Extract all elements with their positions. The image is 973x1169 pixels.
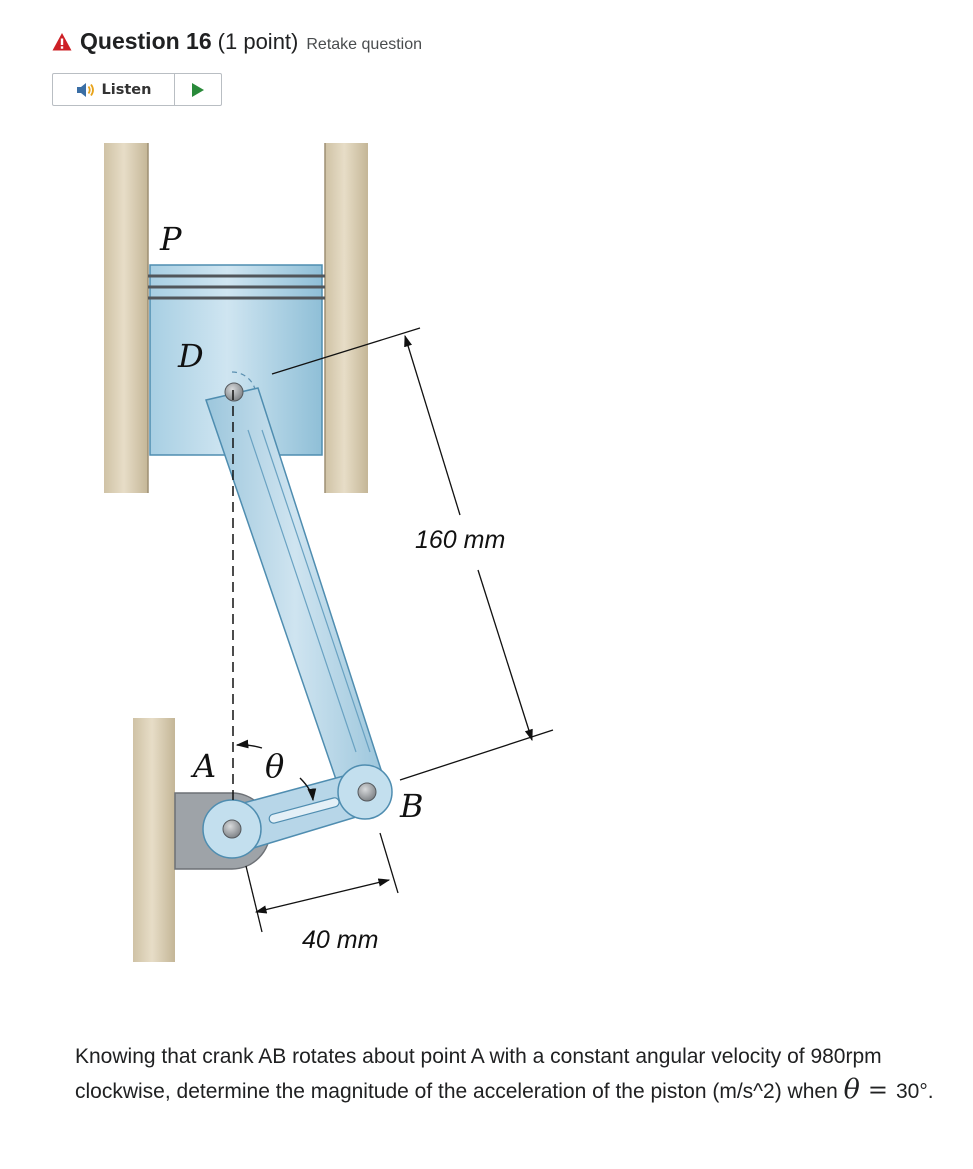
label-P: P — [159, 220, 182, 258]
support-wall — [133, 718, 175, 962]
speaker-icon — [76, 82, 94, 97]
pin-B — [357, 782, 377, 802]
dim-label-40: 40 mm — [302, 926, 378, 954]
theta-symbol: θ — [843, 1074, 860, 1105]
question-text: Knowing that crank AB rotates about poin… — [75, 1040, 945, 1108]
angle-value: 30°. — [895, 1080, 934, 1103]
pin-A — [222, 819, 242, 839]
play-icon — [192, 82, 204, 97]
cylinder-wall-left — [104, 143, 148, 493]
listen-button[interactable]: Listen — [53, 74, 175, 105]
play-button[interactable] — [175, 74, 221, 105]
label-A: A — [190, 747, 216, 785]
question-header: Question 16 (1 point) Retake question — [52, 28, 422, 55]
dim-line-160 — [404, 334, 461, 516]
theta-arc — [235, 739, 263, 749]
listen-label: Listen — [101, 81, 152, 98]
equals-sign: = — [867, 1076, 888, 1104]
crank-AB — [202, 764, 393, 859]
label-B: B — [399, 787, 424, 825]
question-text-main: Knowing that crank AB rotates about poin… — [75, 1045, 882, 1103]
question-title: Question 16 — [80, 28, 212, 54]
crank-piston-figure: P D A B θ 160 mm 40 mm — [104, 143, 554, 962]
label-D: D — [177, 337, 204, 375]
piston-rings — [148, 274, 325, 300]
label-theta: θ — [265, 747, 284, 785]
dim-line-40 — [254, 878, 391, 914]
dim-label-160: 160 mm — [415, 526, 505, 554]
listen-widget: Listen — [52, 73, 222, 106]
cylinder-wall-right — [325, 143, 368, 493]
warning-icon — [52, 32, 72, 50]
question-points: (1 point) — [217, 29, 299, 54]
retake-question-link[interactable]: Retake question — [306, 36, 423, 53]
pin-D — [224, 382, 244, 402]
